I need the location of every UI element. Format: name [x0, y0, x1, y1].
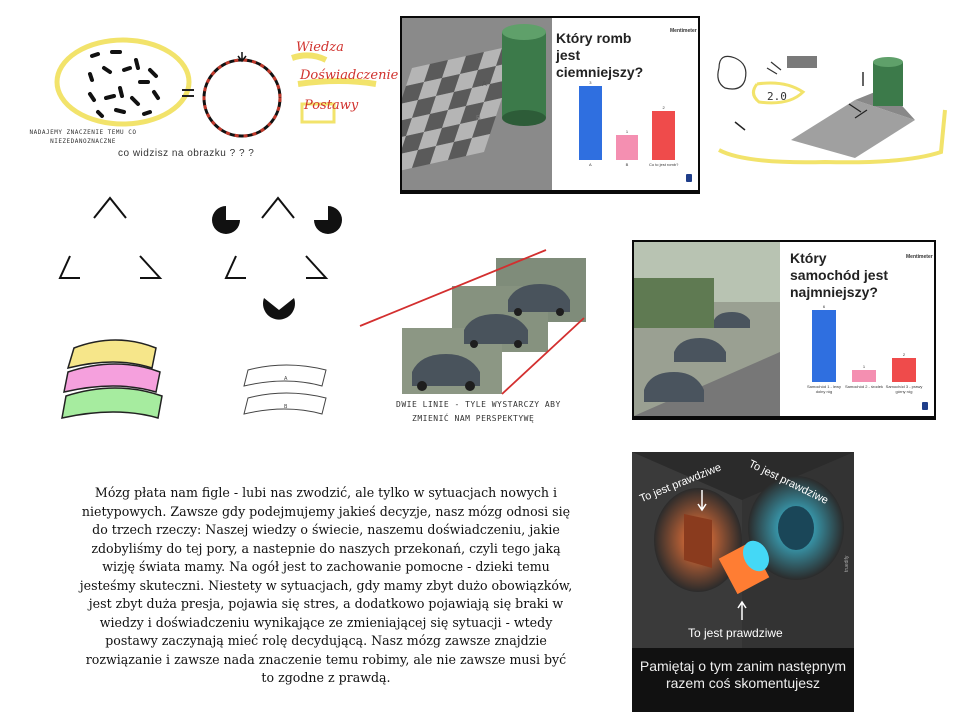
triangle-illusions: [58, 196, 342, 320]
slide2-title: Który samochód jest najmniejszy?: [790, 250, 889, 300]
cars-caption-line1: DWIE LINIE - TYLE WYSTARCZY ABY: [396, 400, 561, 409]
checker-tile: [478, 98, 502, 120]
slide2-bar-1: [811, 310, 837, 382]
checker-tile: [430, 92, 454, 114]
checker-tile: [460, 52, 484, 74]
mentimeter-slide-samochod: Który samochód jest najmniejszy? Mentime…: [632, 240, 936, 420]
truth-side-tag: truedify: [844, 555, 850, 572]
checker-tile: [442, 56, 466, 78]
square-label-a: A: [482, 81, 487, 88]
checker-tile: [402, 150, 418, 171]
slide-content: A B Który romb jest ciemniejszy? Mentime…: [402, 18, 698, 190]
kanizsa-shapes: [50, 186, 350, 332]
annotated-drawing: 2.0: [717, 55, 947, 165]
truth-illustration: [632, 452, 854, 648]
annotated-illusion-doodle: 2.0: [705, 40, 955, 170]
perception-doodle-area: [20, 30, 380, 170]
square-label-b: B: [476, 115, 481, 122]
jastrow-drawing: A B: [61, 339, 327, 419]
truth-bottom-band: [632, 648, 854, 712]
doodle-note: NADAJEMY ZNACZENIE TEMU CO NIEZEDANOZNAC…: [29, 129, 137, 145]
checker-tile: [436, 124, 460, 146]
checker-tile: [466, 134, 490, 156]
checker-tile: [406, 64, 430, 86]
checker-tile: [454, 70, 478, 92]
explanation-paragraph: Mózg płata nam figle - lubi nas zwodzić,…: [79, 485, 573, 685]
slide1-title: Który romb jest ciemniejszy?: [556, 30, 644, 80]
checker-tile: [466, 84, 490, 106]
doodle-drawing: [54, 37, 377, 138]
checker-tile: [472, 116, 496, 138]
cars-drawing: [359, 249, 586, 395]
truth-bottom-text: Pamiętaj o tym zanim następnym razem coś…: [639, 658, 847, 691]
checker-tile: [402, 100, 418, 121]
doodle-number: 2.0: [767, 90, 787, 103]
slide2-bar-3: [891, 358, 917, 382]
slide1-bar-value-2: 1: [625, 129, 629, 135]
checker-tile: [436, 74, 460, 96]
checker-tile: [472, 66, 496, 88]
checker-tile: [430, 142, 454, 164]
slide2-bar-2: [851, 370, 877, 382]
shape-label-a: A: [284, 376, 288, 382]
slide2-category-label-2: Samochód 2 - środek: [844, 384, 884, 389]
word-postawy: Postawy: [304, 98, 359, 113]
slide2-category-label-1: Samochód 1 - lewy dolny róg: [806, 384, 841, 394]
checker-tile: [424, 60, 448, 82]
checker-tile: [412, 146, 436, 168]
question-text: co widzisz na obrazku ? ? ?: [118, 148, 255, 159]
jastrow-shapes: A B: [56, 334, 356, 426]
truth-perspective-panel: To jest prawdziwe To jest prawdziwe To j…: [632, 452, 854, 712]
slide2-bar-value-3: 2: [902, 352, 906, 357]
slide1-category-label-1: A: [588, 162, 592, 167]
slide1-bar-value-1: 3: [589, 80, 592, 85]
checker-tile: [448, 138, 472, 160]
slide1-bar-2: [615, 135, 639, 160]
cars-perspective-collage: [356, 248, 606, 398]
word-wiedza: Wiedza: [296, 40, 344, 55]
checker-tile: [460, 102, 484, 124]
checker-illusion-image: A B: [402, 18, 552, 190]
checker-tile: [442, 106, 466, 128]
checker-tile: [454, 120, 478, 142]
slide1-footer-icon: [686, 174, 692, 182]
mentimeter-slide-romb: A B Który romb jest ciemniejszy? Mentime…: [400, 16, 700, 194]
slide1-category-label-3: Co to jest romb?: [648, 162, 679, 167]
cars-caption-line2: ZMIENIĆ NAM PERSPEKTYWĘ: [412, 414, 535, 423]
checker-tile: [402, 132, 424, 154]
checker-tile: [478, 48, 502, 70]
slide2-brand: Mentimeter: [906, 254, 933, 260]
slide2-category-label-3: Samochód 3 - prawy górny róg: [885, 384, 923, 394]
checker-tile: [402, 82, 424, 104]
checker-tile: [424, 110, 448, 132]
checker-tile: [418, 78, 442, 100]
shape-label-b: B: [284, 404, 288, 410]
slide2-footer-icon: [922, 402, 928, 410]
checker-tile: [406, 114, 430, 136]
truth-label-bottom: To jest prawdziwe: [688, 626, 783, 640]
checker-tile: [402, 118, 412, 137]
checker-tile: [448, 88, 472, 110]
slide1-category-label-2: B: [625, 162, 629, 167]
slide2-content: Który samochód jest najmniejszy? Mentime…: [634, 242, 934, 416]
slide1-bar-3: [652, 110, 676, 160]
word-doswiadczenie: Doświadczenie: [300, 68, 399, 83]
cars-photo: [634, 242, 780, 416]
checker-tile: [418, 128, 442, 150]
checker-tile: [412, 96, 436, 118]
slide2-bar-value-2: 1: [862, 364, 866, 369]
slide1-bar-value-3: 2: [662, 104, 665, 110]
slide1-brand: Mentimeter: [670, 28, 697, 34]
slide1-bar-1: [578, 86, 602, 160]
slide2-bar-value-1: 6: [822, 304, 826, 309]
